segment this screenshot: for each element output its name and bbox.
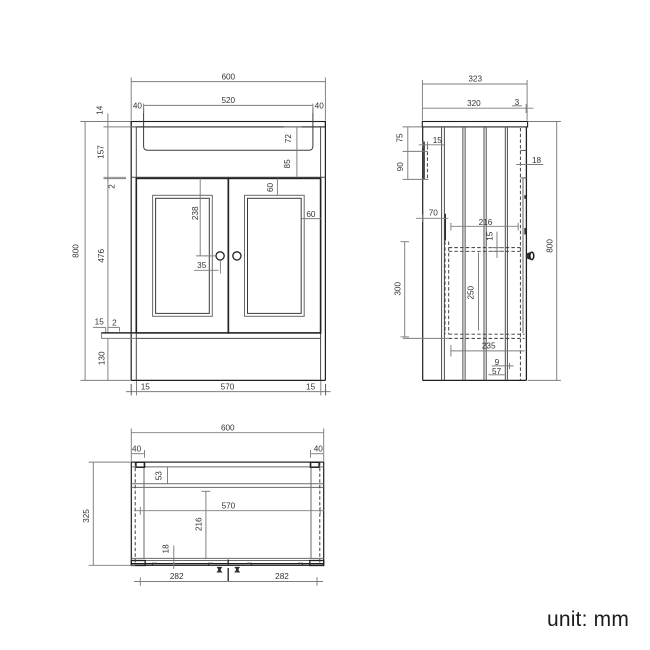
svg-text:18: 18 [532, 156, 542, 165]
svg-text:282: 282 [275, 572, 289, 581]
svg-text:800: 800 [545, 239, 554, 253]
svg-text:216: 216 [479, 218, 493, 227]
svg-text:15: 15 [141, 383, 151, 392]
svg-text:320: 320 [467, 99, 481, 108]
svg-text:323: 323 [468, 75, 482, 84]
svg-text:60: 60 [306, 210, 316, 219]
svg-text:40: 40 [315, 102, 325, 111]
svg-text:60: 60 [266, 183, 275, 193]
svg-text:15: 15 [306, 383, 316, 392]
svg-text:15: 15 [433, 136, 443, 145]
svg-text:250: 250 [466, 285, 475, 299]
svg-text:15: 15 [485, 231, 494, 241]
svg-text:53: 53 [155, 471, 164, 481]
svg-text:476: 476 [97, 249, 106, 263]
svg-text:72: 72 [284, 134, 293, 144]
svg-text:235: 235 [482, 342, 496, 351]
svg-text:282: 282 [170, 572, 184, 581]
svg-text:40: 40 [314, 445, 324, 454]
svg-text:40: 40 [132, 445, 142, 454]
svg-text:3: 3 [515, 98, 520, 107]
svg-text:85: 85 [283, 159, 292, 169]
svg-text:520: 520 [221, 96, 235, 105]
svg-text:238: 238 [191, 206, 200, 220]
svg-text:2: 2 [112, 318, 117, 327]
svg-text:800: 800 [72, 244, 81, 258]
svg-text:600: 600 [221, 72, 235, 81]
svg-text:15: 15 [95, 317, 105, 326]
svg-text:18: 18 [161, 544, 170, 554]
svg-text:75: 75 [396, 133, 405, 143]
svg-text:unit: mm: unit: mm [547, 608, 629, 631]
svg-text:325: 325 [82, 509, 91, 523]
svg-text:570: 570 [222, 501, 236, 510]
svg-text:9: 9 [495, 358, 500, 367]
svg-text:14: 14 [96, 105, 105, 115]
svg-text:90: 90 [396, 162, 405, 172]
svg-text:57: 57 [492, 367, 502, 376]
svg-text:70: 70 [429, 209, 439, 218]
svg-text:35: 35 [197, 261, 207, 270]
svg-text:2: 2 [108, 184, 117, 189]
svg-text:157: 157 [96, 145, 105, 159]
svg-text:40: 40 [133, 102, 143, 111]
svg-text:600: 600 [221, 423, 235, 432]
svg-text:130: 130 [97, 351, 106, 365]
svg-text:300: 300 [393, 282, 402, 296]
svg-text:216: 216 [194, 517, 203, 531]
svg-text:570: 570 [221, 383, 235, 392]
